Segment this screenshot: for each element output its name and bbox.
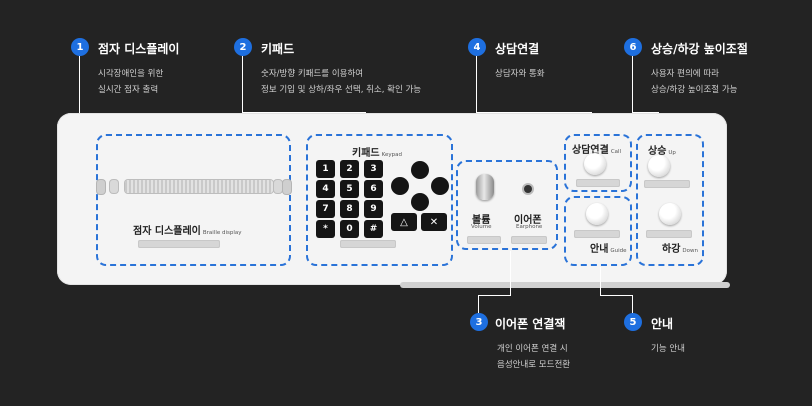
key-7-button[interactable]: 7 [316,200,335,218]
guide-zone [564,196,632,266]
callout-5-badge: 5 [624,313,642,331]
confirm-up-button[interactable]: △ [391,213,417,231]
braille-display-braille-tag [138,240,220,248]
key-3-button[interactable]: 3 [364,160,383,178]
callout-4-line-h [476,112,591,113]
callout-2-line-v1 [242,56,243,112]
callout-4-line-v1 [476,56,477,112]
keypad-braille-tag [340,240,396,248]
key-star-button[interactable]: * [316,220,335,238]
callout-5-desc: 기능 안내 [651,344,685,354]
key-2-button[interactable]: 2 [340,160,359,178]
height-zone [636,134,704,266]
audio-zone [456,160,558,250]
up-braille-tag [644,180,690,188]
callout-4-desc: 상담자와 통화 [495,69,545,79]
callout-1-title: 점자 디스플레이 [98,42,180,56]
kiosk-panel [57,113,727,285]
callout-3-line-v1 [510,251,511,295]
callout-6-title: 상승/하강 높이조절 [651,42,748,56]
callout-3-title: 이어폰 연결잭 [495,317,566,331]
callout-3-line-v2 [478,295,479,313]
callout-2-desc: 숫자/방향 키패드를 이용하여 정보 기입 및 상하/좌우 선택, 취소, 확인… [261,69,422,95]
braille-cap-right [274,180,282,193]
callout-3-desc: 개인 이어폰 연결 시 음성안내로 모드전환 [497,344,571,370]
callout-4-badge: 4 [468,38,486,56]
down-braille-tag [646,230,692,238]
key-8-button[interactable]: 8 [340,200,359,218]
braille-cap-left [110,180,118,193]
key-9-button[interactable]: 9 [364,200,383,218]
up-button[interactable] [648,155,670,177]
callout-5-line-v1 [600,267,601,295]
callout-5-line-h [600,295,633,296]
callout-3-badge: 3 [470,313,488,331]
cancel-button[interactable]: ✕ [421,213,447,231]
braille-display-zone [96,134,291,266]
braille-left-button[interactable] [97,180,105,194]
callout-1-badge: 1 [71,38,89,56]
key-0-button[interactable]: 0 [340,220,359,238]
braille-right-button[interactable] [283,180,291,194]
callout-5-title: 안내 [651,317,674,331]
callout-4-title: 상담연결 [495,42,540,56]
key-hash-button[interactable]: # [364,220,383,238]
guide-button[interactable] [586,203,608,225]
dpad-down-button[interactable] [411,193,429,211]
dpad-right-button[interactable] [431,177,449,195]
key-5-button[interactable]: 5 [340,180,359,198]
key-6-button[interactable]: 6 [364,180,383,198]
earphone-label: 이어폰 [514,215,542,226]
dpad-up-button[interactable] [411,161,429,179]
earphone-braille-tag [511,236,547,244]
callout-1-desc: 시각장애인을 위한 실시간 점자 출력 [98,69,164,95]
callout-6-line-h [632,112,658,113]
volume-braille-tag [467,236,501,244]
callout-2-line-h [242,112,365,113]
down-button[interactable] [659,203,681,225]
volume-knob[interactable] [476,174,494,200]
keypad-zone [306,134,453,266]
dpad-left-button[interactable] [391,177,409,195]
callout-3-line-h [478,295,511,296]
call-braille-tag [576,179,620,187]
call-button[interactable] [584,153,606,175]
callout-6-line-v1 [632,56,633,112]
callout-6-desc: 사용자 편의에 따라 상승/하강 높이조절 가능 [651,69,738,95]
card-slot [400,282,730,288]
callout-2-badge: 2 [234,38,252,56]
key-1-button[interactable]: 1 [316,160,335,178]
callout-6-badge: 6 [624,38,642,56]
earphone-jack[interactable] [524,185,532,193]
callout-5-line-v2 [632,295,633,313]
guide-braille-tag [574,230,620,238]
volume-label-en: Volume [471,224,492,230]
braille-display-bar [125,180,273,193]
earphone-label-en: Earphone [516,224,543,230]
call-zone [564,134,632,192]
callout-2-title: 키패드 [261,42,295,56]
key-4-button[interactable]: 4 [316,180,335,198]
volume-label: 볼륨 [472,215,491,226]
